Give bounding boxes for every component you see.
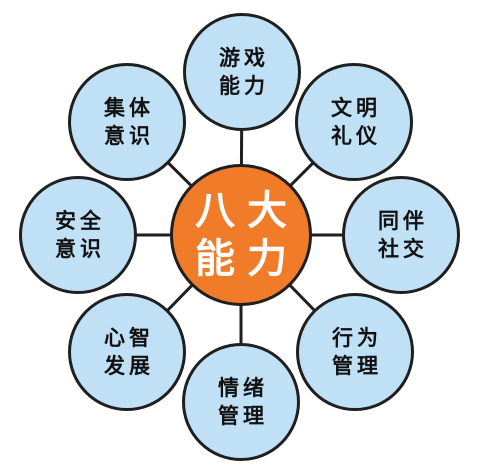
node-label-line1: 心智: [104, 326, 154, 350]
node-label-line1: 安全: [55, 209, 105, 233]
node-label-line2: 发展: [104, 354, 154, 378]
node-label-line1: 游戏: [219, 46, 269, 70]
node-label-line1: 集体: [104, 96, 154, 120]
center-hub: 八大 能力: [170, 164, 312, 306]
node-emotion-management: 情绪 管理: [182, 343, 300, 461]
node-safety-awareness: 安全 意识: [19, 176, 137, 294]
node-label-line2: 管理: [218, 404, 268, 428]
node-label-line2: 礼仪: [331, 124, 381, 148]
node-label-line1: 行为: [332, 326, 382, 350]
node-label-line2: 社交: [378, 237, 428, 261]
hub-title-line1: 八大: [195, 188, 299, 234]
node-game-ability: 游戏 能力: [183, 13, 301, 131]
node-peer-socializing: 同伴 社交: [342, 176, 460, 294]
node-collective-awareness: 集体 意识: [68, 63, 186, 181]
node-label-line2: 意识: [55, 237, 105, 261]
hub-title-line2: 能力: [195, 236, 299, 282]
node-label-line1: 同伴: [378, 209, 428, 233]
node-behavior-management: 行为 管理: [296, 293, 414, 411]
node-label-line2: 管理: [332, 354, 382, 378]
node-label-line2: 意识: [104, 124, 154, 148]
node-label-line1: 文明: [331, 96, 381, 120]
node-mental-development: 心智 发展: [68, 293, 186, 411]
node-civilized-etiquette: 文明 礼仪: [295, 63, 413, 181]
node-label-line2: 能力: [219, 74, 269, 98]
node-label-line1: 情绪: [218, 376, 268, 400]
